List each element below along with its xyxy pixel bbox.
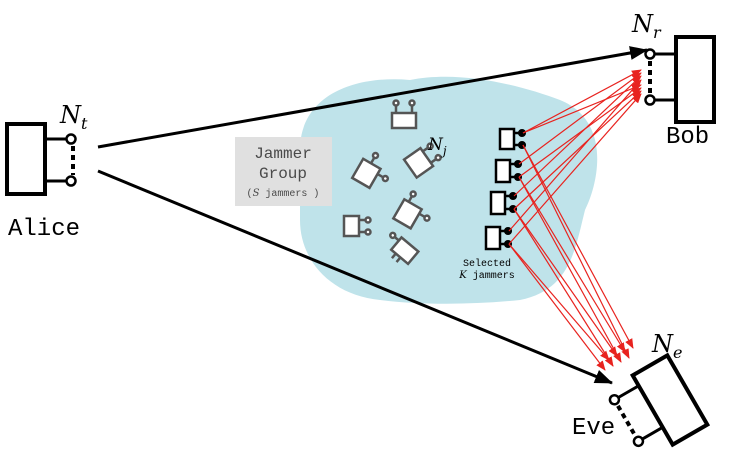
nj-label: Nj <box>427 135 447 158</box>
selected-jammer-1 <box>498 127 527 151</box>
jammer-icon-mid <box>391 190 431 231</box>
eve-label: Eve <box>572 415 615 442</box>
alice-label: Alice <box>8 216 80 243</box>
alice-to-bob-arrow <box>97 46 648 149</box>
jammer-icon-left <box>350 151 390 190</box>
jammer-icon-square <box>342 214 372 238</box>
bob-device <box>644 35 716 124</box>
jammer-group-line1: Jammer <box>254 145 312 163</box>
jammer-group-box <box>235 137 332 206</box>
jammer-icon-bottom <box>389 231 421 266</box>
jammer-icon-nj <box>402 142 442 180</box>
jammer-group-line3: (S jammers ) <box>247 188 320 200</box>
selected-jammer-2 <box>494 158 523 184</box>
jammer-group-line2: Group <box>259 165 307 183</box>
nr-label: Nr <box>631 10 662 42</box>
red-arrows-to-bob <box>508 69 642 245</box>
ne-label: Ne <box>651 330 682 362</box>
selected-line1: Selected <box>463 258 511 270</box>
selected-jammer-3 <box>489 190 518 216</box>
jammer-icon-top <box>390 99 418 130</box>
bob-label: Bob <box>666 124 709 151</box>
alice-device <box>5 122 77 196</box>
eve-device <box>608 352 711 448</box>
nt-label: Nt <box>59 101 88 133</box>
selected-jammer-4 <box>484 225 513 251</box>
alice-to-eve-arrow <box>97 169 613 385</box>
selected-line2: K jammers <box>458 270 515 282</box>
red-arrows-to-eve <box>508 144 634 371</box>
